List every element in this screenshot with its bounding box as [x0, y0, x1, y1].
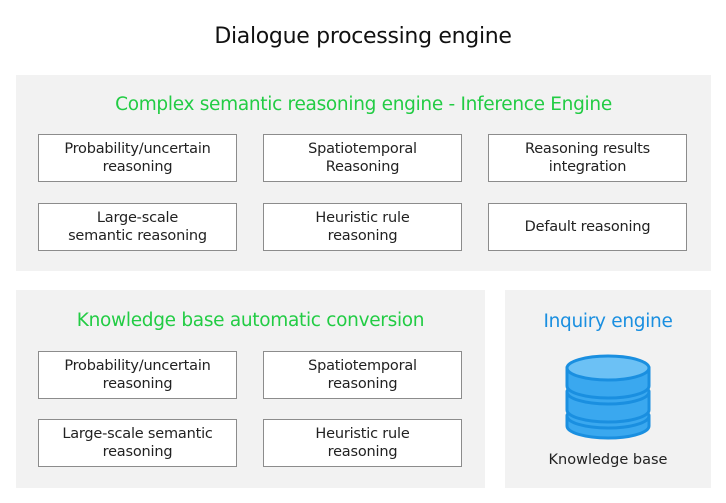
inference-engine-panel: Complex semantic reasoning engine - Infe… [16, 75, 711, 271]
box-label: Probability/uncertain reasoning [64, 141, 211, 175]
knowledge-base-label: Knowledge base [548, 452, 668, 468]
probability-reasoning-box: Probability/uncertain reasoning [38, 351, 237, 399]
box-label: Spatiotemporal Reasoning [308, 141, 417, 175]
box-label: Reasoning results integration [524, 141, 651, 175]
diagram-title: Dialogue processing engine [214, 24, 512, 49]
database-icon [565, 354, 651, 440]
spatiotemporal-reasoning-box: Spatiotemporal Reasoning [263, 134, 462, 182]
heuristic-rule-reasoning-box: Heuristic rule reasoning [263, 419, 462, 467]
default-reasoning-box: Default reasoning [488, 203, 687, 251]
box-label: Default reasoning [524, 219, 651, 235]
probability-reasoning-box: Probability/uncertain reasoning [38, 134, 237, 182]
inquiry-engine-heading: Inquiry engine [543, 311, 673, 332]
inference-engine-heading: Complex semantic reasoning engine - Infe… [115, 94, 612, 115]
box-label: Heuristic rule reasoning [315, 210, 410, 244]
spatiotemporal-reasoning-box: Spatiotemporal reasoning [263, 351, 462, 399]
box-label: Heuristic rule reasoning [315, 426, 410, 460]
results-integration-box: Reasoning results integration [488, 134, 687, 182]
kb-conversion-panel: Knowledge base automatic conversion Prob… [16, 290, 485, 488]
inquiry-engine-panel: Inquiry engine Knowledge base [505, 290, 711, 488]
box-label: Spatiotemporal reasoning [308, 358, 417, 392]
large-scale-reasoning-box: Large-scale semantic reasoning [38, 419, 237, 467]
large-scale-reasoning-box: Large-scale semantic reasoning [38, 203, 237, 251]
box-label: Probability/uncertain reasoning [64, 358, 211, 392]
heuristic-rule-reasoning-box: Heuristic rule reasoning [263, 203, 462, 251]
box-label: Large-scale semantic reasoning [68, 210, 207, 244]
kb-conversion-heading: Knowledge base automatic conversion [76, 310, 425, 331]
box-label: Large-scale semantic reasoning [62, 426, 213, 460]
